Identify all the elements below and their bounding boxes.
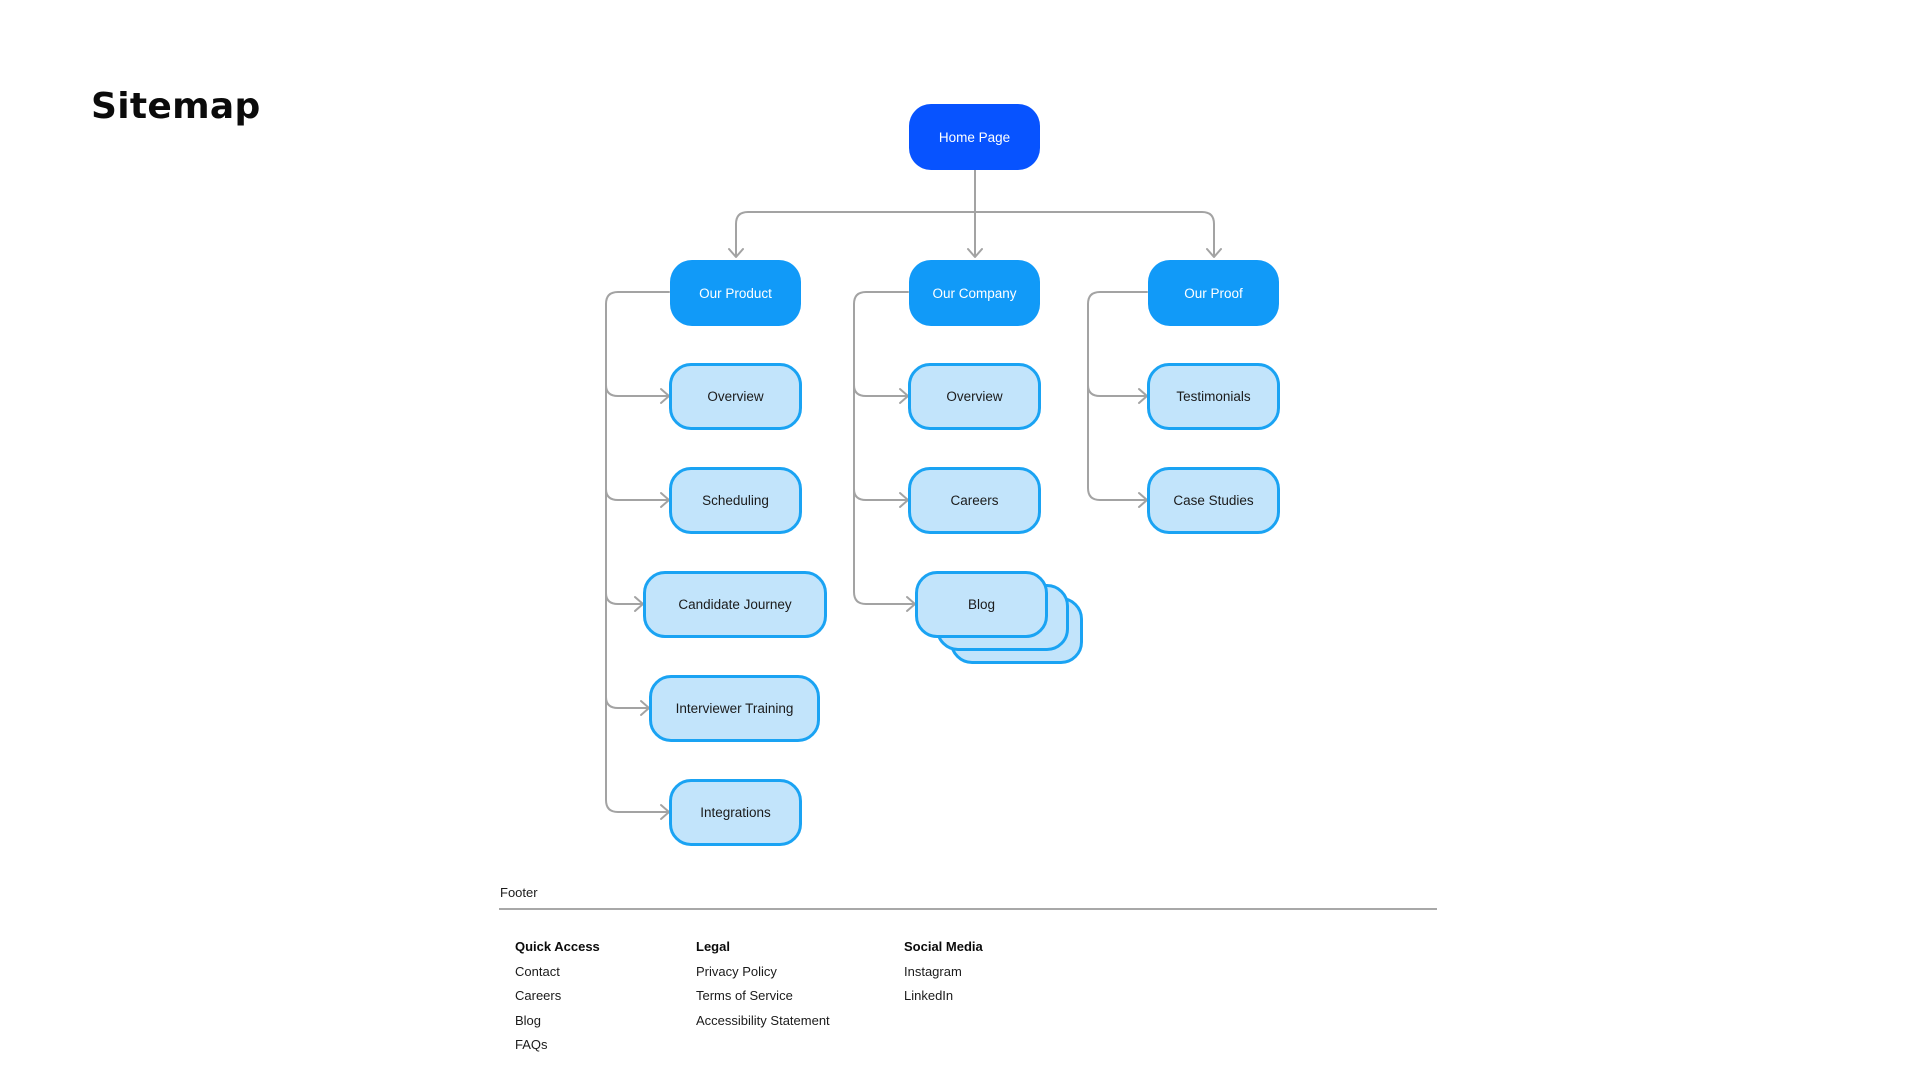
footer-link-privacy-policy[interactable]: Privacy Policy: [696, 963, 777, 979]
node-company-overview[interactable]: Overview: [908, 363, 1041, 430]
node-company-careers[interactable]: Careers: [908, 467, 1041, 534]
node-our-company[interactable]: Our Company: [909, 260, 1040, 326]
connector-proof-testimonials: [1087, 384, 1147, 397]
footer-link-terms-of-service[interactable]: Terms of Service: [696, 988, 793, 1003]
connector-product-scheduling: [605, 488, 669, 501]
node-proof-case-studies[interactable]: Case Studies: [1147, 467, 1280, 534]
footer-column-heading: Quick Access: [515, 939, 600, 954]
footer-column-heading: Social Media: [904, 939, 983, 954]
connector-company-overview: [853, 384, 908, 397]
node-product-candidate-journey[interactable]: Candidate Journey: [643, 571, 827, 638]
connector-product-interviewer-training: [605, 696, 649, 709]
arrowhead-our-proof: [1206, 248, 1222, 258]
connector-product-candidate-journey: [605, 592, 643, 605]
arrowhead-our-company: [967, 248, 983, 258]
connector-our-product-trunk: [605, 291, 670, 813]
footer-link-contact[interactable]: Contact: [515, 963, 560, 979]
footer-label: Footer: [500, 885, 538, 900]
footer-divider: [499, 908, 1437, 910]
footer-column-quick-access: Quick Access Contact Careers Blog FAQs: [515, 935, 600, 1058]
connector-root-to-our-proof: [974, 211, 1215, 257]
connector-product-overview: [605, 384, 669, 397]
arrowhead-our-product: [728, 248, 744, 258]
footer-link-blog[interactable]: Blog: [515, 1012, 542, 1028]
footer-column-social-media: Social Media Instagram LinkedIn: [904, 935, 983, 1009]
connector-root-to-our-product: [735, 211, 976, 257]
footer-link-faqs[interactable]: FAQs: [515, 1037, 548, 1052]
connector-company-careers: [853, 488, 908, 501]
node-product-scheduling[interactable]: Scheduling: [669, 467, 802, 534]
node-company-blog[interactable]: Blog: [915, 571, 1048, 638]
footer-link-linkedin[interactable]: LinkedIn: [904, 988, 954, 1003]
node-product-interviewer-training[interactable]: Interviewer Training: [649, 675, 820, 742]
footer-column-heading: Legal: [696, 939, 730, 954]
footer-column-legal: Legal Privacy Policy Terms of Service Ac…: [696, 935, 830, 1033]
connector-our-proof-trunk: [1087, 291, 1148, 501]
footer-link-instagram[interactable]: Instagram: [904, 963, 962, 979]
node-our-proof[interactable]: Our Proof: [1148, 260, 1279, 326]
node-our-product[interactable]: Our Product: [670, 260, 801, 326]
node-proof-testimonials[interactable]: Testimonials: [1147, 363, 1280, 430]
footer-link-accessibility-statement[interactable]: Accessibility Statement: [696, 1012, 830, 1028]
footer-link-careers[interactable]: Careers: [515, 988, 562, 1003]
node-home-page[interactable]: Home Page: [909, 104, 1040, 170]
node-product-overview[interactable]: Overview: [669, 363, 802, 430]
page-title: Sitemap: [91, 86, 261, 127]
connector-our-company-trunk: [853, 291, 915, 605]
node-product-integrations[interactable]: Integrations: [669, 779, 802, 846]
